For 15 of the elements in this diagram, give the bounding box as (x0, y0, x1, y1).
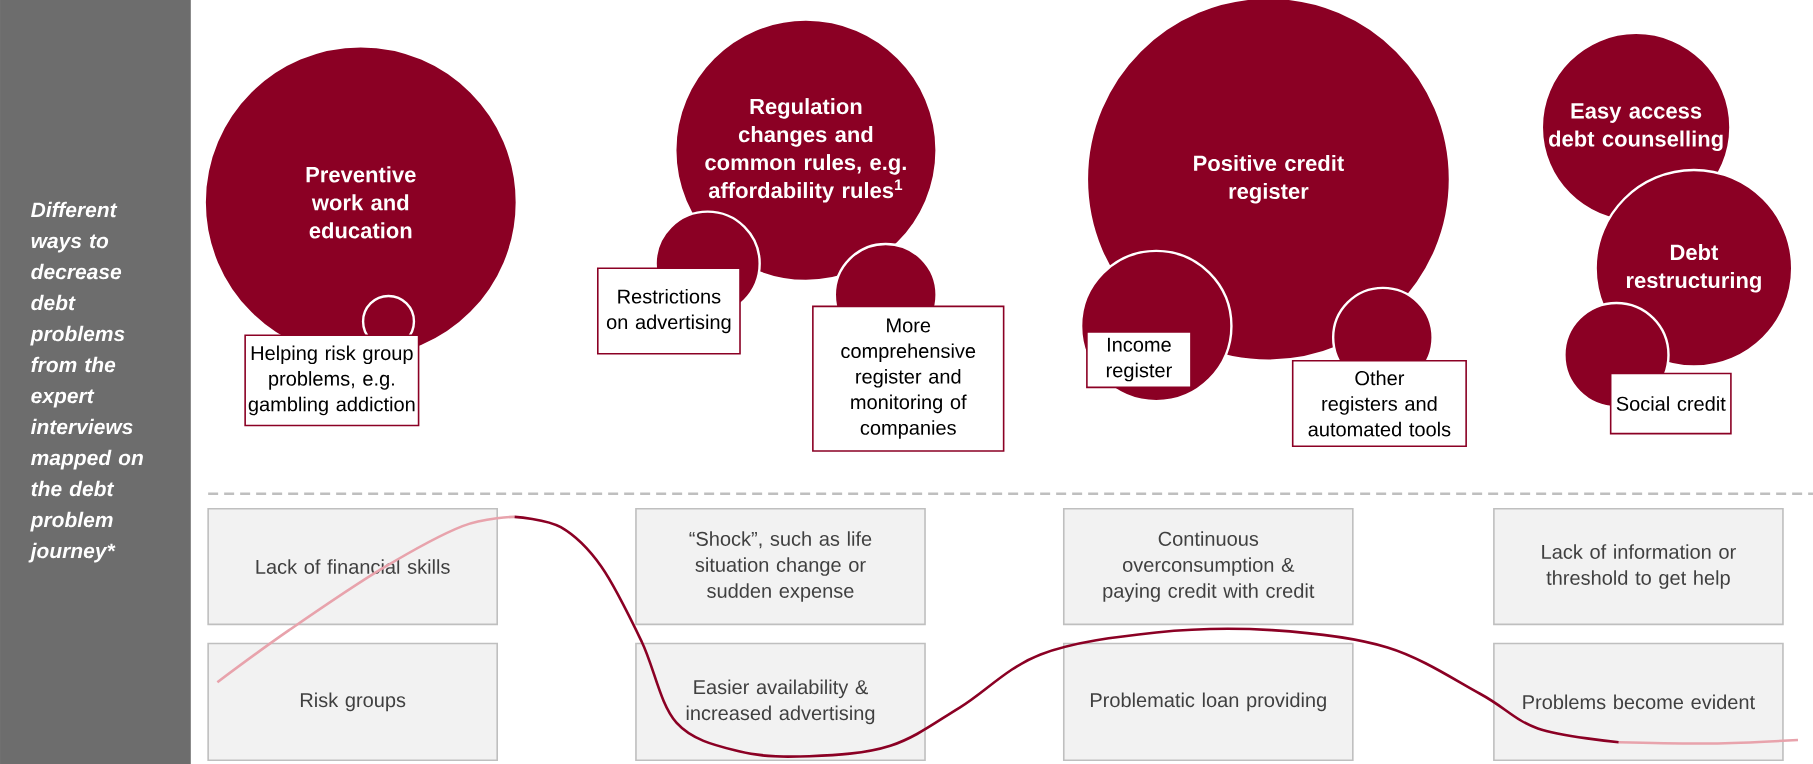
stage-box: Easier availability & increased advertising (635, 642, 926, 761)
stage-box: Problematic loan providing (1062, 642, 1354, 761)
stage-box: Lack of financial skills (207, 507, 498, 626)
stage-box: Risk groups (207, 642, 498, 761)
stage-box: Lack of information or threshold to get help (1493, 507, 1784, 626)
callout-bubble: Other registers and automated tools (1291, 286, 1467, 447)
callout-bubble: Income register (1079, 249, 1233, 403)
stage-box: “Shock”, such as life situation change or sudden expense (635, 507, 926, 626)
stage-box: Problems become evident (1493, 642, 1784, 761)
callout-bubble: More comprehensive register and monitoring of companies (812, 242, 1005, 452)
side-panel: Different ways to decrease debt problems from the expert interviews mapped on the debt problem journey* (0, 0, 191, 764)
stage-box: Continuous overconsumption & paying credit with credit (1062, 507, 1354, 626)
callout-bubble: Social credit (1563, 301, 1732, 435)
callout-bubble: Restrictions on advertising (597, 210, 761, 355)
callout-bubble: Helping risk group problems, e.g. gambling addiction (244, 294, 420, 427)
